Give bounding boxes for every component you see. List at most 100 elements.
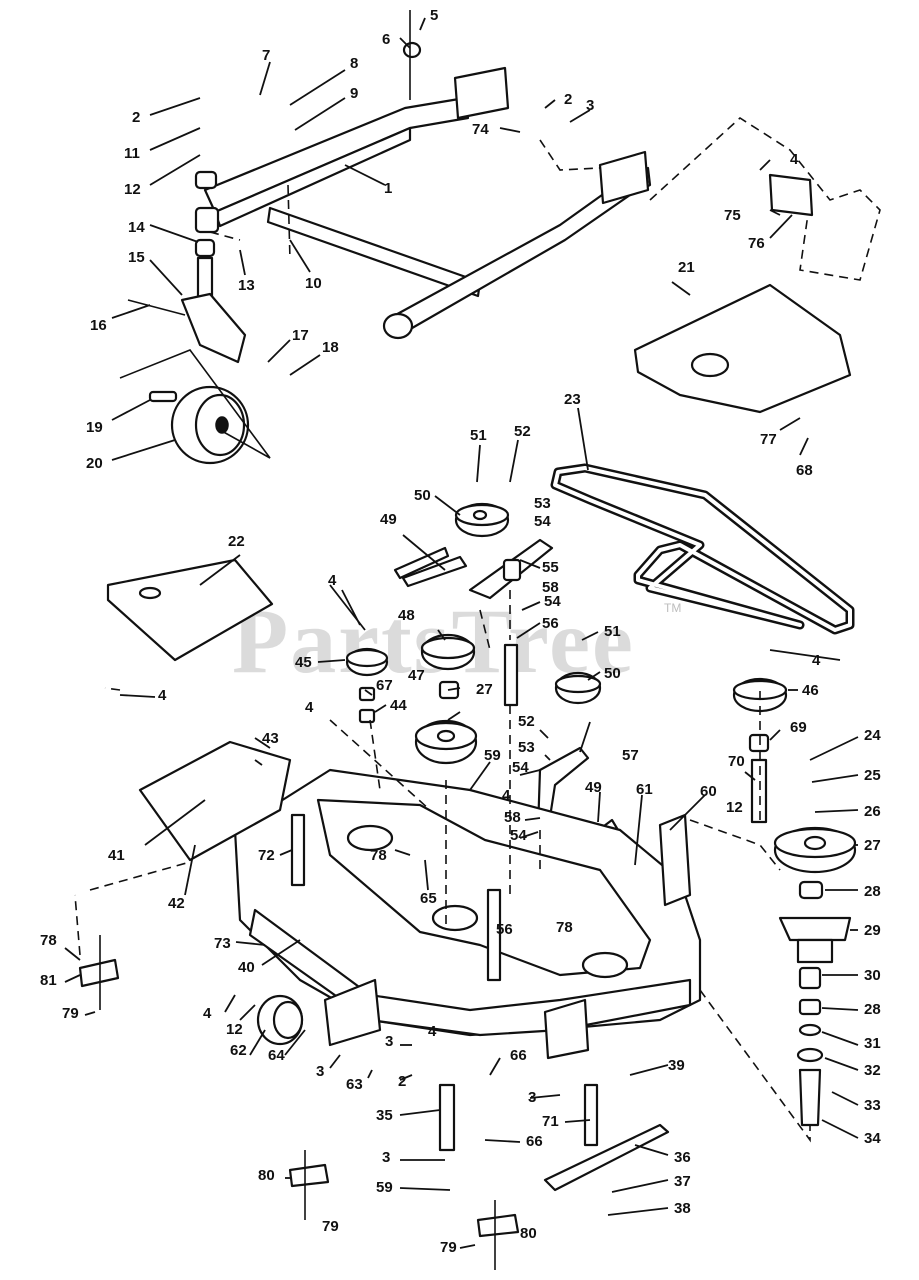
callout-66b: 66 — [526, 1133, 543, 1150]
callout-34: 34 — [864, 1130, 881, 1147]
callout-50: 50 — [414, 487, 431, 504]
callout-51b: 51 — [604, 623, 621, 640]
callout-4b: 4 — [158, 687, 167, 704]
callout-30: 30 — [864, 967, 881, 984]
callout-17: 17 — [292, 327, 309, 344]
callout-59: 59 — [484, 747, 501, 764]
callout-61: 61 — [636, 781, 653, 798]
blade-and-spindles — [78, 935, 670, 1270]
callout-80b: 80 — [520, 1225, 537, 1242]
callout-4: 4 — [790, 151, 799, 168]
callout-52: 52 — [514, 423, 531, 440]
mower-deck-housing — [138, 740, 702, 1060]
caster-wheel-assembly — [119, 170, 271, 465]
callout-49: 49 — [380, 511, 397, 528]
assembly-lines — [74, 184, 811, 1143]
callout-15: 15 — [128, 249, 145, 266]
callout-12c: 12 — [226, 1021, 243, 1038]
callout-16: 16 — [90, 317, 107, 334]
callout-27: 27 — [864, 837, 881, 854]
callout-43: 43 — [262, 730, 279, 747]
callout-69: 69 — [790, 719, 807, 736]
gauge-wheel — [256, 994, 304, 1046]
callout-78c: 78 — [556, 919, 573, 936]
callout-2c: 2 — [398, 1073, 406, 1090]
callout-2b: 2 — [564, 91, 572, 108]
callout-65: 65 — [420, 890, 437, 907]
callout-54c: 54 — [512, 759, 529, 776]
callout-26: 26 — [864, 803, 881, 820]
callout-12: 12 — [124, 181, 141, 198]
callout-14: 14 — [128, 219, 145, 236]
callout-57: 57 — [622, 747, 639, 764]
callout-13: 13 — [238, 277, 255, 294]
callout-10: 10 — [305, 275, 322, 292]
callout-56b: 56 — [496, 921, 513, 938]
callout-81: 81 — [40, 972, 57, 989]
callout-4d: 4 — [305, 699, 314, 716]
callout-28b: 28 — [864, 1001, 881, 1018]
lift-frame — [203, 10, 881, 340]
belt-guard-cover — [633, 283, 852, 414]
callout-23: 23 — [564, 391, 581, 408]
callout-54b: 54 — [544, 593, 561, 610]
callout-47: 47 — [408, 667, 425, 684]
callout-70: 70 — [728, 753, 745, 770]
drive-belt — [550, 463, 855, 635]
callout-63: 63 — [346, 1076, 363, 1093]
callout-labels: 1 2 2 2 3 3 3 3 3 4 4 4 4 4 4 4 4 5 6 7 … — [40, 7, 881, 1256]
callout-56: 56 — [542, 615, 559, 632]
callout-9: 9 — [350, 85, 358, 102]
callout-53: 53 — [534, 495, 551, 512]
callout-48: 48 — [398, 607, 415, 624]
callout-79: 79 — [62, 1005, 79, 1022]
callout-1: 1 — [384, 180, 392, 197]
callout-75: 75 — [724, 207, 741, 224]
callout-7: 7 — [262, 47, 270, 64]
callout-58: 58 — [542, 579, 559, 596]
callout-3d: 3 — [528, 1089, 536, 1106]
callout-19: 19 — [86, 419, 103, 436]
callout-11: 11 — [124, 145, 140, 162]
callout-52b: 52 — [518, 713, 535, 730]
callout-3b: 3 — [385, 1033, 393, 1050]
callout-28: 28 — [864, 883, 881, 900]
callout-62: 62 — [230, 1042, 247, 1059]
callout-73: 73 — [214, 935, 231, 952]
callout-77: 77 — [760, 431, 777, 448]
callout-58b: 58 — [504, 809, 521, 826]
callout-39: 39 — [668, 1057, 685, 1074]
callout-20: 20 — [86, 455, 103, 472]
callout-45: 45 — [295, 654, 312, 671]
callout-68: 68 — [796, 462, 813, 479]
callout-54: 54 — [534, 513, 551, 530]
callout-31: 31 — [864, 1035, 881, 1052]
callout-41: 41 — [108, 847, 125, 864]
deck-shield-right — [106, 558, 274, 662]
callout-4h: 4 — [428, 1023, 437, 1040]
callout-33: 33 — [864, 1097, 881, 1114]
callout-21: 21 — [678, 259, 695, 276]
callout-29: 29 — [864, 922, 881, 939]
callout-22: 22 — [228, 533, 245, 550]
callout-51: 51 — [470, 427, 487, 444]
callout-80: 80 — [258, 1167, 275, 1184]
callout-37: 37 — [674, 1173, 691, 1190]
callout-49b: 49 — [585, 779, 602, 796]
callout-4f: 4 — [502, 787, 511, 804]
callout-27b: 27 — [476, 681, 493, 698]
callout-54d: 54 — [510, 827, 527, 844]
callout-18: 18 — [322, 339, 339, 356]
watermark-trademark: TM — [664, 601, 681, 615]
callout-67: 67 — [376, 677, 393, 694]
callout-4c: 4 — [328, 572, 337, 589]
callout-4e: 4 — [812, 652, 821, 669]
callout-76: 76 — [748, 235, 765, 252]
callout-32: 32 — [864, 1062, 881, 1079]
callout-3e: 3 — [382, 1149, 390, 1166]
callout-78: 78 — [40, 932, 57, 949]
callout-60: 60 — [700, 783, 717, 800]
callout-6: 6 — [382, 31, 390, 48]
callout-78b: 78 — [370, 847, 387, 864]
